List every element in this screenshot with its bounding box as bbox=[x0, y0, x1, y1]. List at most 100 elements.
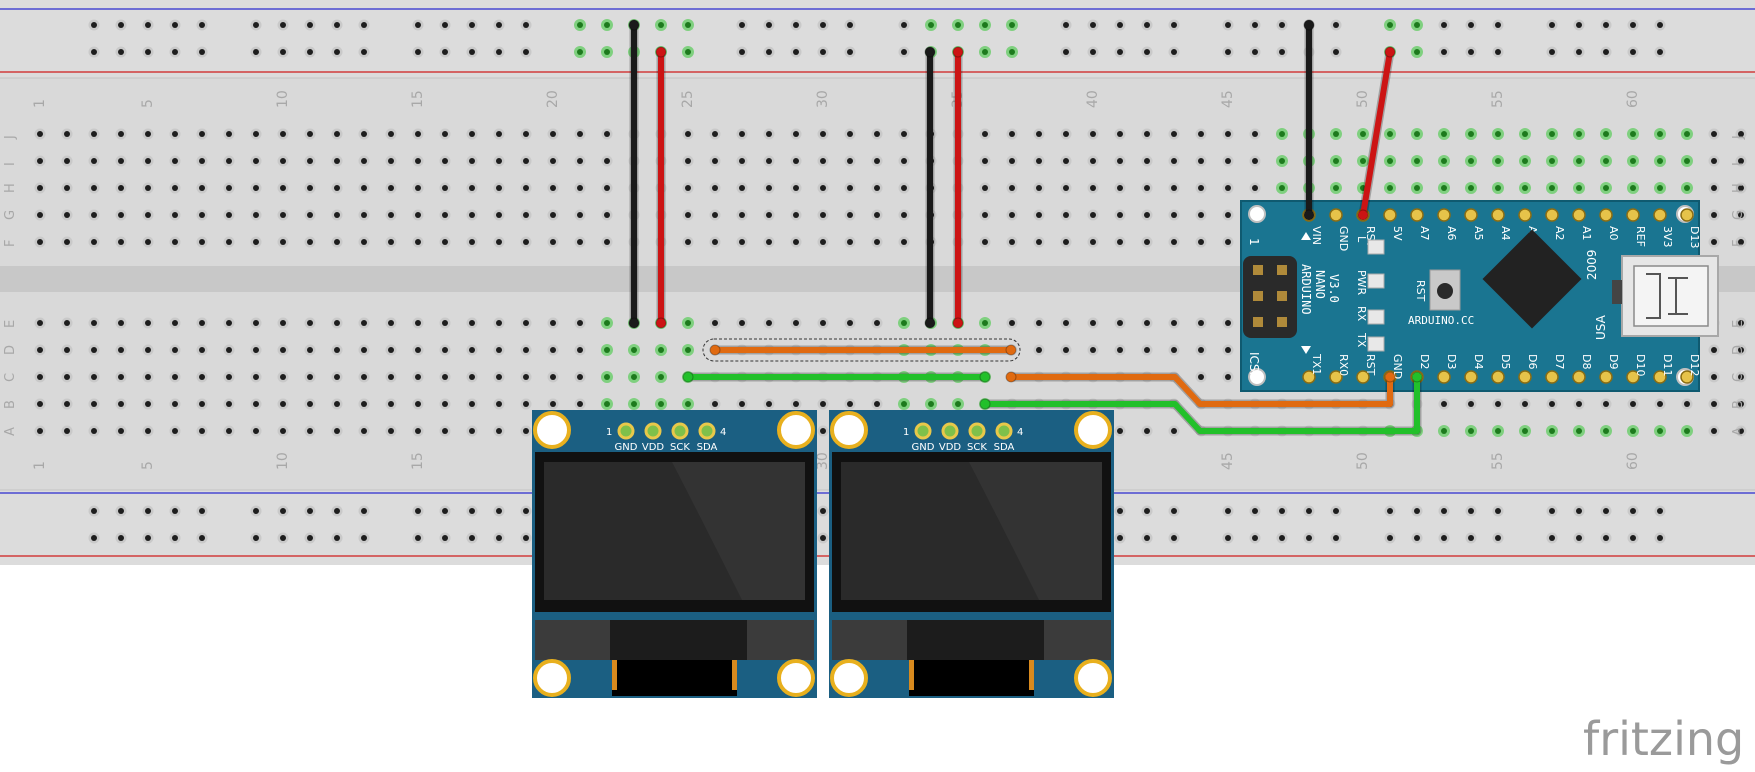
breadboard-hole-center bbox=[1630, 185, 1636, 191]
breadboard-hole-center bbox=[1252, 49, 1258, 55]
nano-pin-a2[interactable] bbox=[1545, 208, 1559, 222]
breadboard-hole-center bbox=[361, 239, 367, 245]
column-number: 55 bbox=[1490, 90, 1506, 108]
breadboard-hole-center bbox=[361, 428, 367, 434]
breadboard-hole-center bbox=[685, 347, 691, 353]
breadboard-hole-center bbox=[820, 158, 826, 164]
breadboard-hole-center bbox=[604, 347, 610, 353]
nano-pin-label: RST bbox=[1364, 354, 1377, 376]
oled-pin-vdd[interactable] bbox=[941, 422, 959, 440]
breadboard-hole-center bbox=[172, 401, 178, 407]
oled-pin-vdd[interactable] bbox=[644, 422, 662, 440]
nano-pin-label: D2 bbox=[1418, 354, 1431, 369]
breadboard-hole-center bbox=[847, 239, 853, 245]
breadboard-hole-center bbox=[442, 185, 448, 191]
nano-pin-tx1[interactable] bbox=[1302, 370, 1316, 384]
breadboard-hole-center bbox=[604, 131, 610, 137]
oled-pin-sck[interactable] bbox=[968, 422, 986, 440]
breadboard-hole-center bbox=[91, 212, 97, 218]
oled-pin-gnd[interactable] bbox=[914, 422, 932, 440]
breadboard-hole-center bbox=[1522, 185, 1528, 191]
breadboard-hole-center bbox=[712, 131, 718, 137]
row-letter: D bbox=[1731, 345, 1746, 355]
nano-pin-d10[interactable] bbox=[1626, 370, 1640, 384]
breadboard-hole-center bbox=[172, 212, 178, 218]
nano-pin-gnd[interactable] bbox=[1329, 208, 1343, 222]
nano-pin-d13[interactable] bbox=[1680, 208, 1694, 222]
breadboard-hole-center bbox=[766, 131, 772, 137]
nano-pin-d9[interactable] bbox=[1599, 370, 1613, 384]
breadboard-hole-center bbox=[334, 49, 340, 55]
breadboard-hole-center bbox=[280, 185, 286, 191]
breadboard-hole-center bbox=[1576, 22, 1582, 28]
breadboard-hole-center bbox=[793, 212, 799, 218]
breadboard-hole-center bbox=[361, 401, 367, 407]
nano-pin-d5[interactable] bbox=[1491, 370, 1505, 384]
breadboard-hole-center bbox=[1738, 185, 1744, 191]
nano-pin-a6[interactable] bbox=[1437, 208, 1451, 222]
breadboard-hole-center bbox=[577, 158, 583, 164]
breadboard-hole-center bbox=[280, 508, 286, 514]
red-wire[interactable] bbox=[1360, 49, 1393, 218]
nano-pin-a0[interactable] bbox=[1599, 208, 1613, 222]
breadboard-hole-center bbox=[1252, 131, 1258, 137]
breadboard-hole-center bbox=[307, 535, 313, 541]
nano-pin-rst[interactable] bbox=[1356, 370, 1370, 384]
nano-pin-a1[interactable] bbox=[1572, 208, 1586, 222]
green-wire[interactable] bbox=[982, 374, 1420, 434]
breadboard-hole-center bbox=[226, 347, 232, 353]
nano-pin-ref[interactable] bbox=[1626, 208, 1640, 222]
nano-pin-3v3[interactable] bbox=[1653, 208, 1667, 222]
breadboard-hole-center bbox=[1252, 22, 1258, 28]
reset-button-cap[interactable] bbox=[1437, 283, 1453, 299]
breadboard-hole-center bbox=[469, 320, 475, 326]
breadboard-hole-center bbox=[307, 49, 313, 55]
row-letter: G bbox=[1731, 210, 1746, 220]
red-wire-end bbox=[1384, 46, 1396, 58]
nano-pin-d3[interactable] bbox=[1437, 370, 1451, 384]
breadboard-hole-center bbox=[280, 320, 286, 326]
nano-pin-a5[interactable] bbox=[1464, 208, 1478, 222]
breadboard-hole-center bbox=[253, 535, 259, 541]
breadboard-hole-center bbox=[118, 428, 124, 434]
breadboard-hole-center bbox=[442, 347, 448, 353]
arduino-nano-board[interactable]: VINGNDRST5VA7A6A5A4A3A2A1A0REF3V3D13TX1R… bbox=[1240, 200, 1719, 392]
orange-wire[interactable] bbox=[1008, 374, 1393, 407]
nano-pin-a3[interactable] bbox=[1518, 208, 1532, 222]
nano-pin-d8[interactable] bbox=[1572, 370, 1586, 384]
oled-mount-hole bbox=[533, 411, 571, 449]
oled-pin-sda[interactable] bbox=[698, 422, 716, 440]
breadboard-hole-center bbox=[793, 401, 799, 407]
breadboard-hole-center bbox=[820, 131, 826, 137]
oled-pin-sda[interactable] bbox=[995, 422, 1013, 440]
nano-pin-d6[interactable] bbox=[1518, 370, 1532, 384]
column-number: 15 bbox=[410, 452, 426, 470]
breadboard-hole-center bbox=[1252, 508, 1258, 514]
breadboard-hole-center bbox=[1495, 535, 1501, 541]
nano-pin-d12[interactable] bbox=[1680, 370, 1694, 384]
oled-pin-sck[interactable] bbox=[671, 422, 689, 440]
breadboard-hole-center bbox=[118, 22, 124, 28]
breadboard-hole-center bbox=[37, 374, 43, 380]
nano-pin-5v[interactable] bbox=[1383, 208, 1397, 222]
nano-pin-d11[interactable] bbox=[1653, 370, 1667, 384]
nano-pin-d7[interactable] bbox=[1545, 370, 1559, 384]
green-wire-end bbox=[1411, 371, 1423, 383]
breadboard-hole-center bbox=[820, 185, 826, 191]
breadboard-hole-center bbox=[1441, 22, 1447, 28]
breadboard-hole-center bbox=[1630, 49, 1636, 55]
nano-pin-a7[interactable] bbox=[1410, 208, 1424, 222]
breadboard-hole-center bbox=[766, 158, 772, 164]
breadboard-hole-center bbox=[1441, 185, 1447, 191]
breadboard-hole-center bbox=[766, 401, 772, 407]
oled-pin-gnd[interactable] bbox=[617, 422, 635, 440]
nano-pin-rx0[interactable] bbox=[1329, 370, 1343, 384]
breadboard-hole-center bbox=[955, 22, 961, 28]
row-letter: H bbox=[1731, 183, 1746, 193]
nano-pin-d4[interactable] bbox=[1464, 370, 1478, 384]
breadboard-hole-center bbox=[739, 212, 745, 218]
nano-pin-label: D7 bbox=[1553, 354, 1566, 369]
nano-pin-a4[interactable] bbox=[1491, 208, 1505, 222]
